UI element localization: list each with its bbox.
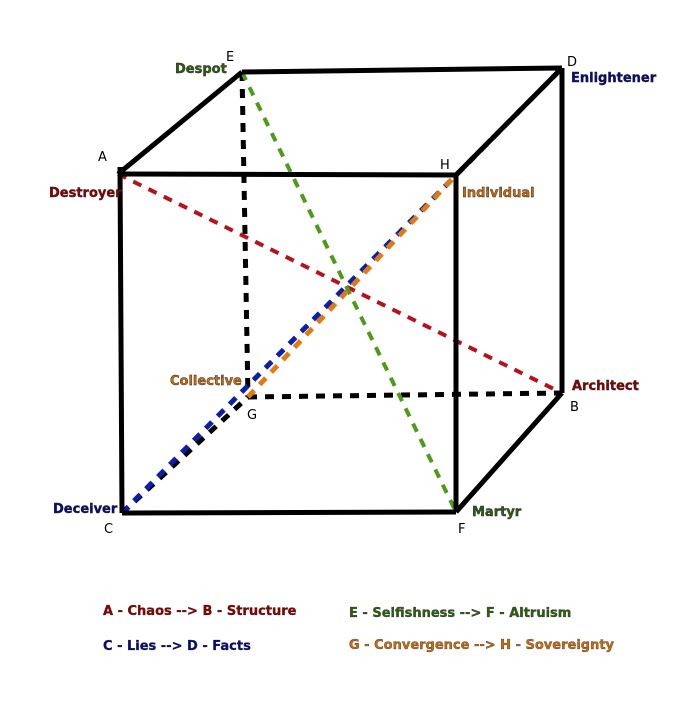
diagonal-a-b <box>117 172 563 395</box>
vertex-label-a: A <box>98 150 107 165</box>
role-label-despot: Despot <box>175 62 227 77</box>
diagonal-g-h <box>246 173 458 399</box>
edge-a-e <box>116 70 244 176</box>
legend-lies-facts: C - Lies --> D - Facts <box>103 639 251 654</box>
diagonal-e-f <box>240 71 458 513</box>
role-label-individual: Individual <box>462 186 535 201</box>
edge-e-d <box>241 65 563 75</box>
role-label-deceiver: Deceiver <box>53 502 118 517</box>
vertex-label-g: G <box>247 408 257 423</box>
role-label-collective: Collective <box>170 374 242 389</box>
edge-a-c <box>117 166 125 514</box>
edge-g-b <box>247 390 563 400</box>
vertex-label-c: C <box>104 522 113 537</box>
legend-convergence-sovereignty: G - Convergence --> H - Sovereignty <box>349 638 615 653</box>
edge-a-h <box>117 171 457 178</box>
vertex-label-h: H <box>440 158 450 173</box>
legend-chaos-structure: A - Chaos --> B - Structure <box>103 604 297 619</box>
vertex-label-f: F <box>458 522 465 537</box>
legend-selfishness-altruism: E - Selfishness --> F - Altruism <box>349 606 572 621</box>
role-label-enlightener: Enlightener <box>571 71 657 86</box>
vertex-label-d: D <box>567 55 577 70</box>
edge-f-b <box>454 391 564 514</box>
vertex-label-b: B <box>570 400 579 415</box>
vertex-label-e: E <box>226 50 234 65</box>
role-label-architect: Architect <box>572 379 639 394</box>
edge-e-g <box>239 71 251 398</box>
role-label-destroyer: Destroyer <box>49 186 122 201</box>
role-label-martyr: Martyr <box>472 505 522 520</box>
diagonal-c-d <box>120 66 564 515</box>
edge-c-f <box>121 509 457 516</box>
edge-d-h <box>454 66 564 177</box>
edge-c-g <box>120 395 250 515</box>
